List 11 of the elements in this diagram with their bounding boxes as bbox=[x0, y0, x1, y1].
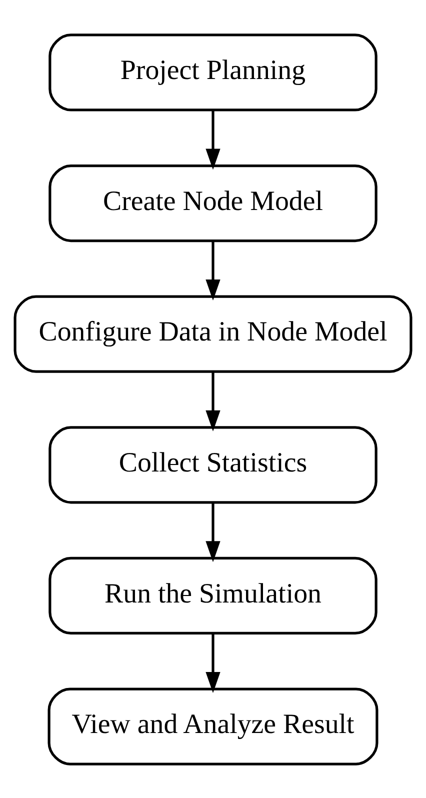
arrow bbox=[206, 633, 220, 692]
node-box: Configure Data in Node Model bbox=[14, 294, 412, 372]
arrow bbox=[206, 110, 220, 170]
node-box: Run the Simulation bbox=[48, 556, 378, 634]
arrow bbox=[206, 240, 220, 300]
arrow bbox=[206, 502, 220, 562]
node-box: Project Planning bbox=[48, 33, 378, 111]
node-box: Create Node Model bbox=[48, 164, 378, 242]
node-box: View and Analyze Result bbox=[48, 687, 378, 765]
node-box: Collect Statistics bbox=[48, 426, 378, 504]
arrow bbox=[206, 371, 220, 431]
